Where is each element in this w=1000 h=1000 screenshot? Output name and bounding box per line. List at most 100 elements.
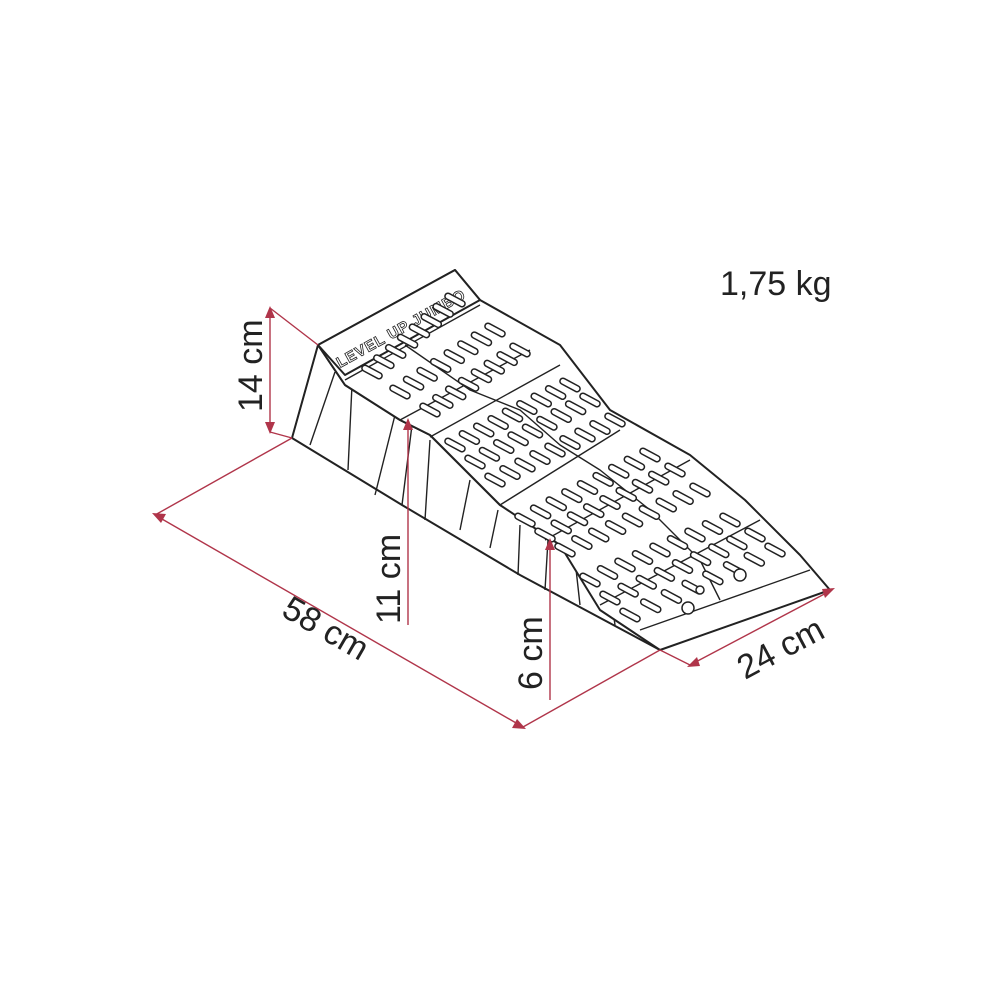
grip-slot	[429, 357, 452, 373]
grip-slot	[617, 582, 639, 598]
grip-slot	[604, 519, 627, 536]
length-line	[154, 514, 524, 728]
grip-slot	[457, 340, 479, 356]
grip-slot	[484, 322, 506, 338]
grip-slot	[432, 302, 454, 318]
grip-slot	[496, 351, 518, 367]
ramp-side-ribs	[291, 344, 616, 626]
grip-slot	[470, 331, 493, 347]
grip-slot	[559, 377, 581, 393]
grip-slot	[764, 542, 786, 558]
grip-slot	[615, 486, 638, 502]
grip-slot	[619, 607, 641, 623]
grip-slot	[384, 343, 407, 359]
height-mid-label: 11 cm	[370, 534, 408, 624]
grip-slot	[664, 462, 686, 478]
grip-slot	[444, 437, 466, 453]
grip-slot	[635, 574, 658, 590]
grip-slot	[487, 414, 509, 431]
grip-slot	[589, 419, 611, 436]
extension-line	[269, 431, 293, 439]
grip-slot	[478, 446, 501, 462]
ramp-hole	[695, 585, 705, 595]
width-line	[689, 589, 833, 666]
grip-slot	[574, 427, 596, 443]
grip-slot	[653, 566, 676, 582]
grip-slot	[587, 527, 610, 543]
grip-slot	[416, 366, 438, 382]
grip-slot	[464, 454, 486, 470]
grip-slot	[638, 504, 661, 521]
extension-line	[269, 307, 319, 346]
grip-slot	[599, 590, 621, 606]
grip-slot	[443, 349, 466, 365]
height-max-label: 14 cm	[232, 319, 270, 412]
grip-slot	[660, 588, 683, 604]
grip-slot	[529, 449, 551, 466]
grip-slot	[514, 512, 536, 528]
grip-slot	[470, 368, 493, 384]
height-low-label: 6 cm	[512, 616, 550, 690]
grip-slot	[499, 464, 521, 481]
grip-slot	[689, 551, 712, 567]
grip-slot	[507, 431, 529, 447]
grip-slot	[701, 519, 724, 536]
grip-slot	[550, 519, 573, 535]
grip-slot	[472, 422, 495, 438]
grip-slot	[607, 463, 630, 479]
grip-slot	[579, 392, 601, 408]
ramp-hole	[733, 568, 747, 582]
grip-slot	[666, 534, 689, 551]
grip-slot	[702, 570, 724, 586]
arrow-head	[265, 422, 275, 434]
grip-slot	[596, 564, 619, 581]
grip-slot	[599, 494, 621, 511]
weight-label: 1,75 kg	[720, 265, 832, 303]
grip-slot	[576, 479, 599, 496]
grip-slot	[719, 512, 741, 528]
width-label: 24 cm	[731, 610, 831, 687]
arrow-head	[512, 719, 526, 729]
grip-slot	[561, 488, 583, 504]
arrow-head	[403, 418, 413, 430]
arrow-head	[687, 657, 700, 667]
grip-slot	[509, 342, 531, 358]
grip-slot	[432, 393, 454, 409]
grip-slot	[457, 376, 480, 392]
grip-slot	[516, 399, 538, 416]
grip-slot	[373, 354, 395, 370]
grip-slot	[579, 572, 601, 588]
grip-slot	[564, 400, 587, 416]
grip-slot	[521, 423, 544, 439]
grip-slot	[604, 412, 626, 428]
grip-slot	[639, 598, 662, 614]
ramp-hole	[681, 601, 695, 615]
grip-slots	[361, 292, 786, 623]
grip-slot	[582, 503, 605, 519]
grip-slot	[501, 407, 524, 423]
grip-slot	[529, 504, 552, 520]
grip-slot	[444, 292, 466, 308]
grip-slot	[649, 542, 671, 558]
grip-slot	[566, 511, 589, 527]
ramp-body: LEVEL UP JUMBO	[291, 269, 831, 651]
arrow-head	[822, 588, 835, 598]
grip-slot	[672, 489, 694, 506]
grip-slot	[623, 455, 646, 471]
grip-slot	[484, 472, 506, 488]
grip-slot	[655, 497, 678, 513]
grip-slot	[743, 551, 766, 567]
grip-slot	[647, 470, 670, 486]
grip-slot	[559, 434, 581, 451]
grip-slot	[408, 323, 431, 339]
grip-slot	[444, 385, 467, 401]
grip-slot	[530, 392, 553, 408]
grip-slot	[514, 457, 536, 473]
length-label: 58 cm	[276, 589, 375, 668]
grip-slot	[492, 438, 515, 455]
grip-slot	[389, 384, 411, 400]
grip-slot	[631, 549, 654, 566]
grip-slot	[744, 527, 766, 543]
